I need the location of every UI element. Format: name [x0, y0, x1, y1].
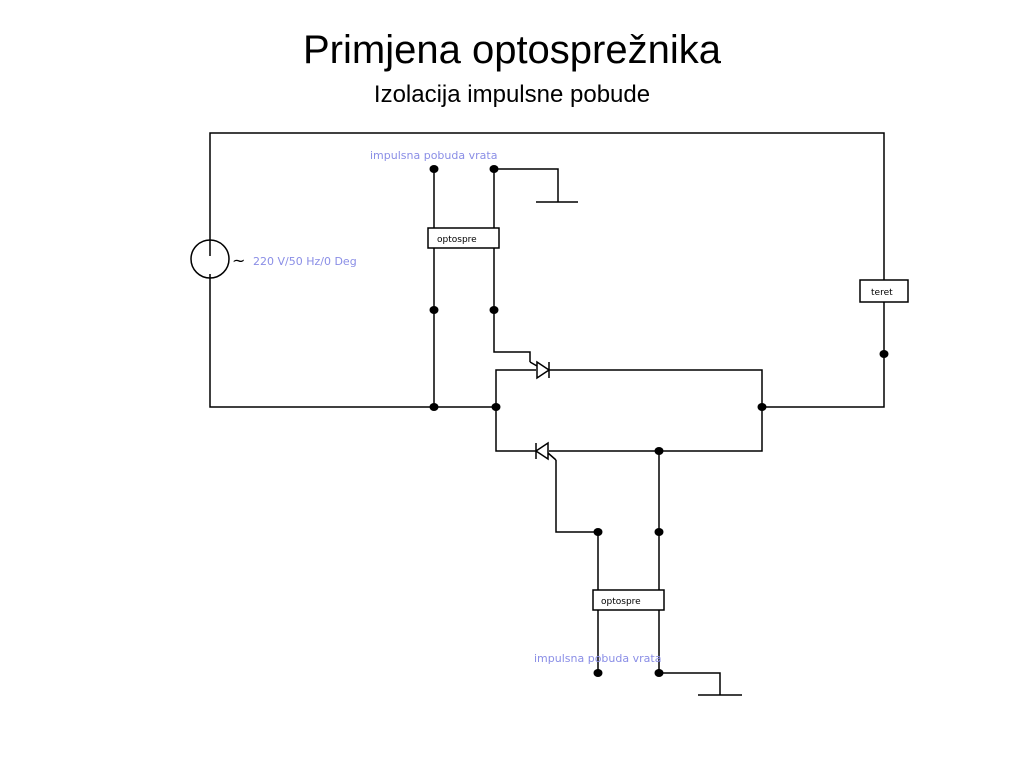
node	[491, 403, 501, 411]
thyristor-bottom-icon	[534, 441, 557, 461]
node	[654, 528, 664, 536]
load-label: teret	[871, 288, 893, 298]
wire-ground-bottom	[659, 672, 721, 695]
wire-opto-bottom	[555, 451, 660, 673]
junction-nodes	[429, 165, 889, 677]
node	[654, 669, 664, 677]
wire-ground-top	[494, 168, 559, 202]
gate-label-bottom: impulsna pobuda vrata	[534, 652, 661, 665]
node	[489, 165, 499, 173]
sine-symbol: ~	[232, 251, 245, 270]
thyristor-top-icon	[529, 360, 551, 380]
opto-bottom-label: optospre	[601, 597, 641, 607]
source-label: 220 V/50 Hz/0 Deg	[253, 255, 357, 268]
wire-opto-top	[433, 169, 531, 407]
ac-source-icon	[190, 239, 230, 279]
load-box	[859, 279, 909, 303]
node	[429, 403, 439, 411]
node	[654, 447, 664, 455]
wire-thyristor-top	[495, 369, 763, 452]
opto-top-label: optospre	[437, 235, 477, 245]
node	[593, 528, 603, 536]
node	[879, 350, 889, 358]
slide-subtitle: Izolacija impulsne pobude	[373, 81, 651, 108]
node	[593, 669, 603, 677]
node	[757, 403, 767, 411]
node	[489, 306, 499, 314]
gate-label-top: impulsna pobuda vrata	[370, 149, 497, 162]
slide-title: Primjena optosprežnika	[303, 28, 721, 72]
opto-top-box	[427, 227, 500, 249]
node	[429, 306, 439, 314]
node	[429, 165, 439, 173]
opto-bottom-box	[592, 589, 665, 611]
wire-outer-loop	[209, 132, 885, 408]
